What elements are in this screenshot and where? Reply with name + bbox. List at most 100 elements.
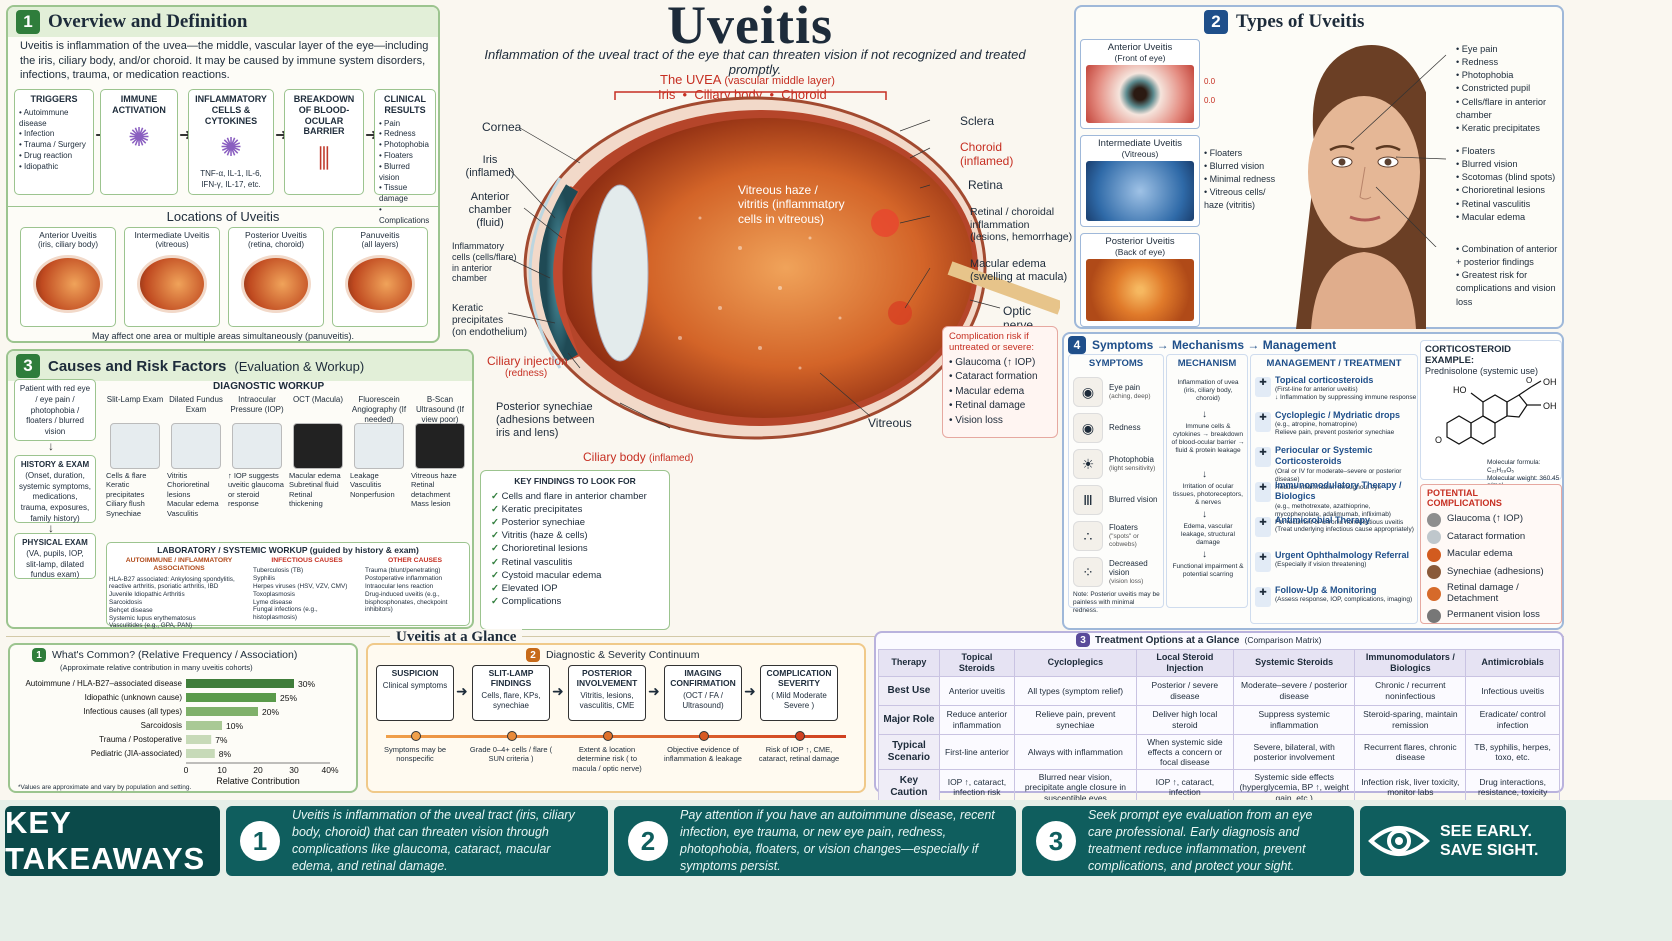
workup-name: OCT (Macula) bbox=[292, 395, 344, 404]
flow-list-item: Pain bbox=[379, 119, 431, 130]
section-number: 2 bbox=[1204, 10, 1228, 34]
management-col: MANAGEMENT / TREATMENT ✚Topical corticos… bbox=[1250, 354, 1418, 624]
category-label: Infectious causes (all types) bbox=[83, 707, 182, 716]
workup-item: Leakage bbox=[350, 471, 379, 480]
device-icon bbox=[110, 423, 160, 469]
takeaway-text: Pay attention if you have an autoimmune … bbox=[680, 808, 995, 873]
flow-box: IMMUNE ACTIVATION✺ bbox=[100, 89, 178, 195]
management-name: Follow-Up & Monitoring bbox=[1275, 585, 1377, 595]
step-foot: Grade 0–4+ cells / flare ( SUN criteria … bbox=[469, 745, 553, 764]
bar-value-label: 10% bbox=[226, 721, 243, 731]
face-symptom-text: Scotomas (blind spots) bbox=[1461, 172, 1556, 183]
workup-name: Fluorescein Angiography (If needed) bbox=[351, 395, 407, 424]
device-icon bbox=[171, 423, 221, 469]
workup-item: Vasculitis bbox=[167, 508, 199, 518]
continuum-step: IMAGING CONFIRMATION(OCT / FA / Ultrasou… bbox=[664, 665, 742, 721]
finding-item: Posterior synechiae bbox=[491, 516, 659, 529]
matrix-cell: Reduce anterior inflammation bbox=[938, 704, 1016, 735]
step-foot: Objective evidence of inflammation & lea… bbox=[664, 745, 742, 764]
lab-item: Syphilis bbox=[253, 575, 276, 583]
step-text: Patient with red eye / eye pain / photop… bbox=[19, 384, 91, 437]
complication-icon bbox=[1427, 565, 1441, 580]
management-note: Relieve pain, prevent posterior synechia… bbox=[1275, 429, 1395, 437]
flow-box: INFLAMMATORY CELLS & CYTOKINES✺TNF-α, IL… bbox=[188, 89, 274, 195]
step-foot: Symptoms may be nonspecific bbox=[383, 745, 447, 764]
locations-title: Locations of Uveitis bbox=[166, 209, 280, 224]
cortico-formula-text: Molecular formula: C₂₁H₂₈O₅ bbox=[1487, 459, 1541, 474]
management-name: Periocular or Systemic Corticosteroids bbox=[1275, 445, 1373, 467]
intermediate-symptoms: • Floaters• Blurred vision• Minimal redn… bbox=[1204, 147, 1278, 212]
treatment-icon: ✚ bbox=[1255, 517, 1271, 537]
eye-illustration bbox=[507, 91, 1060, 440]
face-symptom-text: Greatest risk for complications and visi… bbox=[1456, 270, 1556, 307]
workup-card: Fluorescein Angiography (If needed) Leaka… bbox=[350, 395, 408, 535]
workup-name: Dilated Fundus Exam bbox=[169, 395, 223, 414]
symptom-sub: ("spots" or cobwebs) bbox=[1109, 533, 1139, 548]
atom-oh-1: OH bbox=[1543, 377, 1557, 387]
complication-text: Permanent vision loss bbox=[1447, 609, 1540, 621]
continuum-marker bbox=[699, 731, 709, 741]
matrix-cell: Recurrent flares, chronic disease bbox=[1354, 733, 1467, 771]
risk-item: • Glaucoma (↑ IOP) bbox=[949, 356, 1036, 368]
finding-item: Retinal vasculitis bbox=[491, 556, 659, 569]
symptom-item: • Vitreous cells/ haze (vitritis) bbox=[1204, 187, 1266, 211]
complication-text: Retinal damage / Detachment bbox=[1447, 582, 1519, 604]
category-label: Idiopathic (unknown cause) bbox=[85, 693, 183, 702]
device-icon bbox=[415, 423, 465, 469]
workup-item: Synechiae bbox=[106, 508, 142, 518]
management-sub: (Oral or IV for moderate–severe or poste… bbox=[1275, 467, 1402, 483]
flow-note: TNF-α, IL-1, IL-6, IFN-γ, IL-17, etc. bbox=[200, 169, 262, 190]
symptoms-note: Note: Posterior uveitis may be painless … bbox=[1073, 591, 1160, 614]
lab-workup: LABORATORY / SYSTEMIC WORKUP (guided by … bbox=[106, 542, 470, 629]
type-card: Posterior Uveitis(Back of eye) bbox=[1080, 233, 1200, 327]
workup-item: Retinal thickening bbox=[289, 489, 323, 509]
symptom-sub: (vision loss) bbox=[1109, 577, 1144, 585]
workup-item: Ciliary flush bbox=[106, 499, 145, 509]
treatment-icon: ✚ bbox=[1255, 447, 1271, 467]
bar bbox=[186, 721, 222, 730]
takeaway-number: 1 bbox=[240, 821, 280, 861]
bar-value-label: 25% bbox=[280, 693, 297, 703]
section-title: Symptoms → Mechanisms → Management bbox=[1092, 338, 1337, 352]
eye-diagram: The UVEA (vascular middle layer) Iris • … bbox=[452, 68, 1072, 468]
ciliary-body-name: Ciliary body bbox=[583, 450, 646, 464]
matrix-cell: Posterior / severe disease bbox=[1135, 675, 1234, 706]
workup-title: DIAGNOSTIC WORKUP bbox=[213, 381, 325, 392]
iris-shape bbox=[539, 184, 578, 362]
mechanism-item: Functional impairment & potential scarri… bbox=[1172, 563, 1244, 578]
matrix-cell: Relieve pain, prevent synechiae bbox=[1014, 704, 1137, 735]
arrow-icon: ➜ bbox=[648, 683, 660, 699]
lab-column-title: OTHER CAUSES bbox=[387, 557, 442, 564]
symptom-icon: ☀ bbox=[1073, 449, 1103, 479]
x-tick-label: 20 bbox=[253, 765, 263, 775]
workup-item: Mass lesion bbox=[411, 499, 451, 509]
mechanism-item: Irritation of ocular tissues, photorecep… bbox=[1172, 483, 1243, 506]
label-anterior-chamber: Anterior chamber (fluid) bbox=[468, 191, 512, 230]
step-foot: Extent & location determine risk ( to ma… bbox=[572, 745, 642, 773]
face-symptom-item: • Chorioretinal lesions bbox=[1456, 185, 1546, 196]
management-sub: (Assess response, IOP, complications, im… bbox=[1275, 596, 1413, 604]
risk-item-text: Glaucoma (↑ IOP) bbox=[955, 356, 1036, 368]
symptom-row: ∴Floaters("spots" or cobwebs) bbox=[1069, 521, 1163, 551]
management-name: Immunomodulatory Therapy / Biologics bbox=[1275, 480, 1402, 502]
section-number: 1 bbox=[16, 10, 40, 34]
matrix-cell: Infection risk, liver toxicity, monitor … bbox=[1354, 769, 1467, 806]
uvea-title: The UVEA bbox=[660, 72, 721, 87]
flow-box: TRIGGERSAutoimmune diseaseInfectionTraum… bbox=[14, 89, 94, 195]
lab-item: Vasculitides (e.g., GPA, PAN) bbox=[109, 622, 193, 630]
lab-column-title: AUTOIMMUNE / INFLAMMATORY ASSOCIATIONS bbox=[125, 557, 233, 573]
matrix-title: Treatment Options at a Glance bbox=[1095, 634, 1240, 646]
arrow-down-icon: ↓ bbox=[1202, 549, 1207, 560]
takeaway-text: Uveitis is inflammation of the uveal tra… bbox=[292, 808, 575, 873]
